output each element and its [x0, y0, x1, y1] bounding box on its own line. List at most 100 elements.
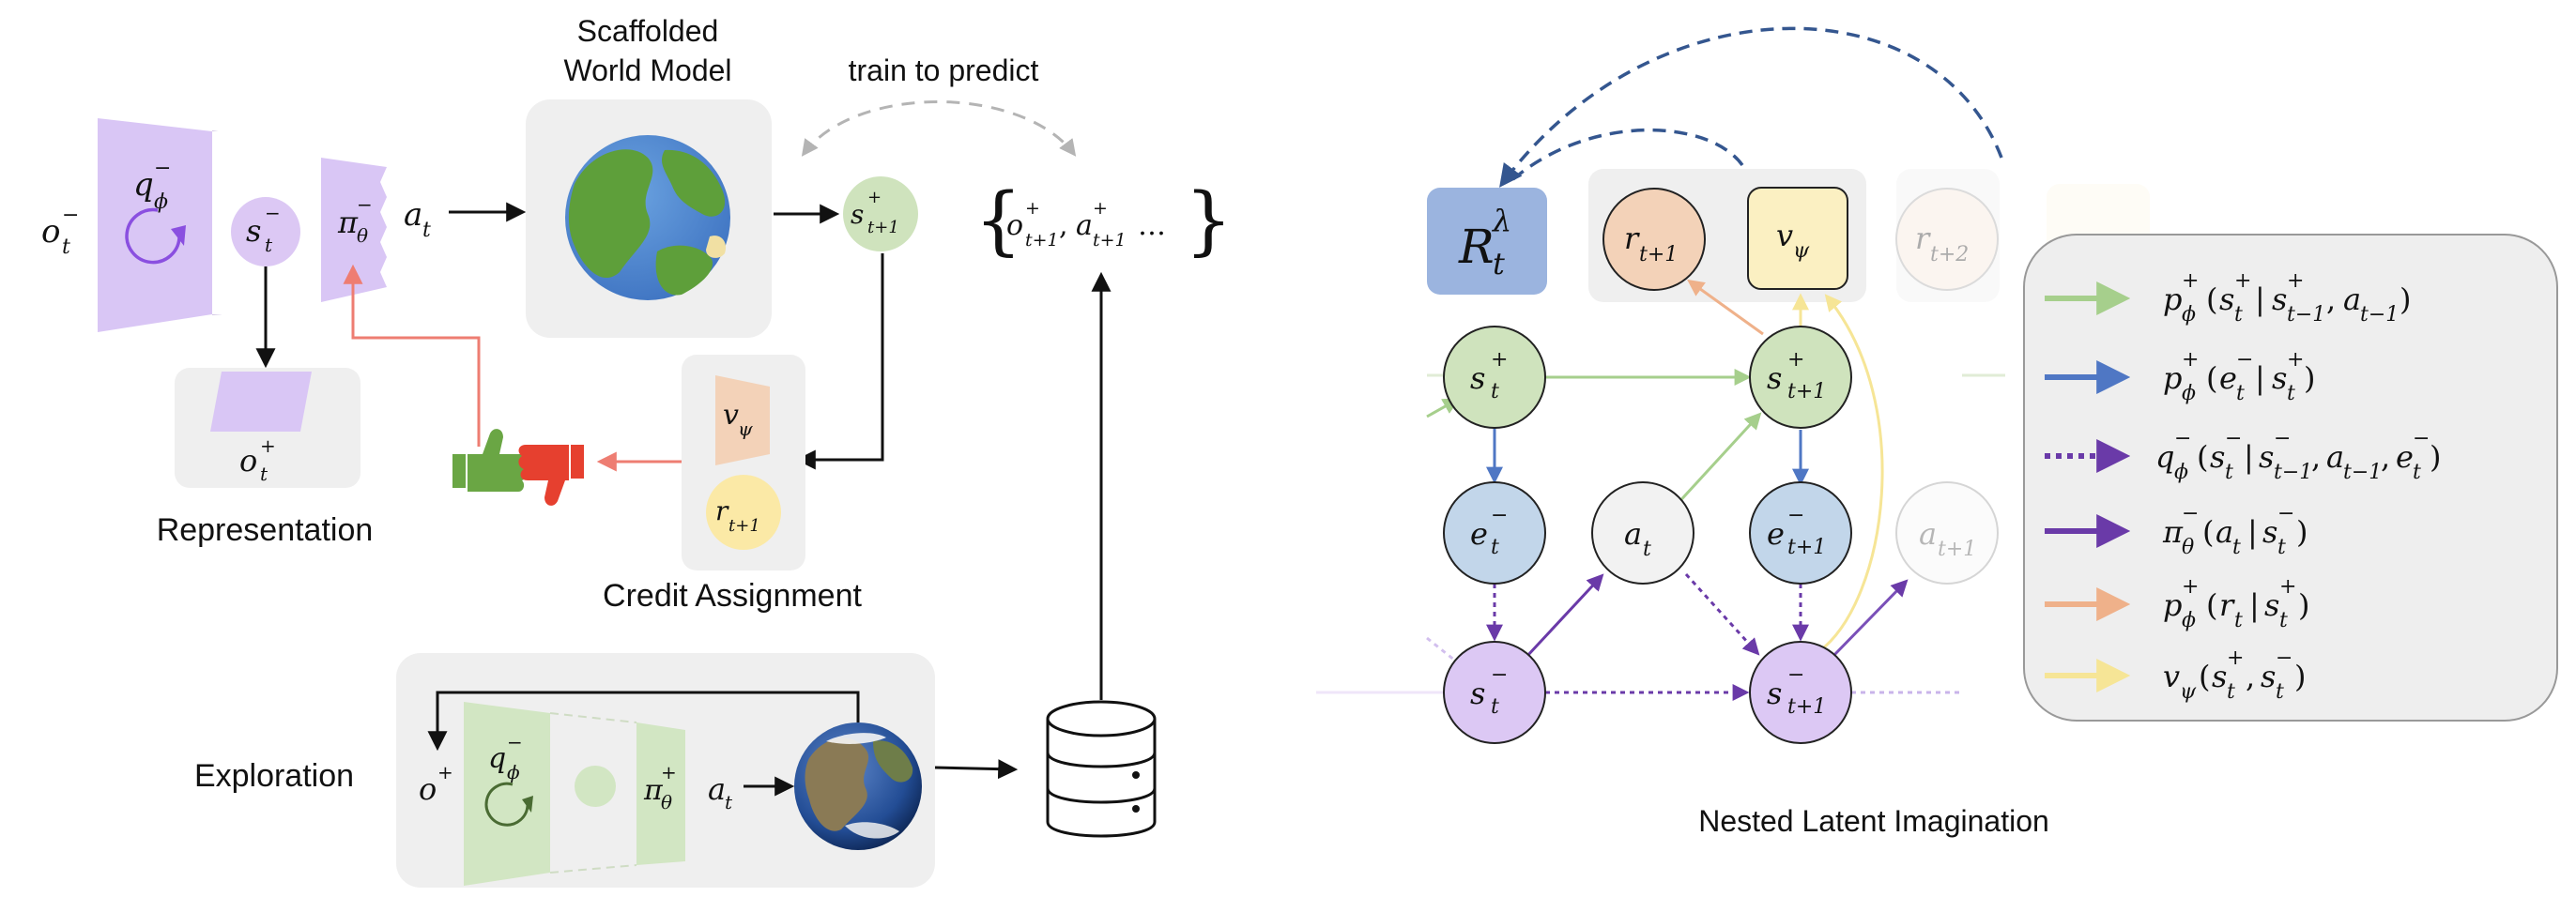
- svg-text:ϕ: ϕ: [2182, 303, 2196, 327]
- arrow-return-short: [1506, 128, 1744, 186]
- svg-text:−: −: [2236, 348, 2253, 372]
- svg-text:t: t: [2234, 609, 2243, 632]
- svg-text:t: t: [2276, 680, 2284, 704]
- svg-text:+: +: [2182, 348, 2199, 372]
- arrow-yellow-st1minus-to-value: [1818, 294, 1884, 653]
- svg-text:,: ,: [2326, 281, 2336, 317]
- svg-text:π: π: [2162, 514, 2184, 550]
- svg-text:−: −: [2277, 502, 2294, 525]
- svg-text:t: t: [2287, 382, 2295, 405]
- svg-text:+: +: [2287, 348, 2304, 372]
- svg-text:s: s: [1470, 676, 1485, 711]
- svg-text:o: o: [1006, 209, 1023, 242]
- node-s-plus-t: s + t: [1443, 326, 1546, 429]
- svg-text:,: ,: [2381, 439, 2390, 475]
- svg-text:ϕ: ϕ: [507, 761, 520, 783]
- svg-text:+: +: [867, 188, 882, 207]
- arrow-green-a-to-st1: [1673, 412, 1762, 509]
- svg-text:t−1: t−1: [2360, 303, 2399, 327]
- svg-text:,: ,: [2311, 439, 2321, 475]
- svg-text:s: s: [2219, 281, 2234, 317]
- obs-minus-label: o − t: [41, 204, 79, 259]
- svg-text:s: s: [1767, 360, 1782, 396]
- svg-text:a: a: [2326, 439, 2344, 475]
- svg-text:(: (: [2206, 587, 2217, 623]
- svg-text:s: s: [851, 199, 864, 230]
- node-action-t: a t: [1591, 481, 1694, 585]
- svg-text:o: o: [41, 213, 60, 251]
- exploration-panel: [396, 653, 935, 888]
- svg-text:t: t: [265, 234, 273, 256]
- node-action-t1-faded: a t+1: [1895, 481, 1999, 585]
- svg-text:s: s: [2262, 514, 2277, 550]
- svg-text:θ: θ: [661, 791, 672, 813]
- svg-text:v: v: [723, 399, 739, 432]
- svg-text:}: }: [1185, 176, 1233, 264]
- svg-text:+: +: [260, 434, 276, 457]
- svg-text:|: |: [2249, 587, 2260, 623]
- svg-text:+: +: [2287, 269, 2304, 293]
- svg-text:t+1: t+1: [1639, 243, 1678, 266]
- svg-text:R: R: [1458, 220, 1495, 274]
- node-s-plus-next: s + t+1: [843, 176, 918, 251]
- svg-text:): ): [2304, 360, 2315, 396]
- arrow-purple-dotted-incoming: [1426, 636, 1456, 662]
- svg-text:t: t: [1643, 538, 1651, 561]
- svg-text:θ: θ: [2182, 536, 2194, 559]
- svg-text:): ): [2430, 439, 2441, 475]
- svg-text:q: q: [133, 166, 154, 204]
- svg-text:−: −: [507, 731, 523, 753]
- svg-text:t: t: [1491, 536, 1499, 559]
- svg-text:t: t: [2413, 461, 2421, 484]
- svg-text:t+1: t+1: [1787, 380, 1826, 403]
- node-reward-t1: r t+1: [1602, 188, 1706, 291]
- svg-text:o: o: [419, 771, 437, 807]
- svg-text:t+2: t+2: [1930, 243, 1969, 266]
- svg-text:(: (: [2206, 281, 2217, 317]
- svg-text:t: t: [2227, 680, 2235, 704]
- legend-panel: [2023, 234, 2558, 722]
- thumbs-up-icon: [452, 429, 528, 492]
- svg-text:−: −: [357, 193, 373, 216]
- svg-text:+: +: [2182, 575, 2199, 599]
- arrow-s-plus-to-critic: [795, 253, 884, 470]
- svg-text:v: v: [1776, 218, 1793, 253]
- decoder-panel: o + t: [175, 368, 360, 488]
- svg-text:e: e: [1470, 516, 1488, 552]
- svg-text:+: +: [1787, 348, 1804, 372]
- svg-text:θ: θ: [357, 224, 368, 247]
- svg-text:p: p: [2163, 281, 2182, 317]
- svg-text:+: +: [1093, 198, 1108, 219]
- svg-text:−: −: [1491, 504, 1508, 527]
- svg-text:s: s: [2210, 439, 2225, 475]
- svg-text:t: t: [725, 791, 733, 813]
- svg-text:s: s: [1470, 360, 1485, 396]
- svg-text:t: t: [2279, 609, 2288, 632]
- svg-text:−: −: [2276, 646, 2292, 670]
- svg-text:t+1: t+1: [1093, 230, 1127, 251]
- svg-text:q: q: [488, 742, 506, 775]
- svg-text:t−1: t−1: [2274, 461, 2312, 484]
- svg-text:−: −: [2274, 427, 2291, 450]
- svg-text:t: t: [260, 463, 268, 485]
- credit-assignment-label: Credit Assignment: [603, 578, 862, 614]
- svg-text:+: +: [437, 761, 453, 783]
- svg-text:π: π: [337, 205, 359, 240]
- world-model-panel: [526, 99, 772, 338]
- svg-text:t−1: t−1: [2287, 303, 2325, 327]
- svg-text:t+1: t+1: [1938, 538, 1976, 561]
- svg-text:t: t: [2236, 382, 2245, 405]
- svg-text:−: −: [154, 157, 171, 180]
- arrow-purple-st1-to-at1: [1831, 579, 1909, 659]
- svg-text:π: π: [643, 774, 664, 807]
- svg-text:+: +: [661, 761, 677, 783]
- svg-text:a: a: [2343, 281, 2361, 317]
- legend-blue-emission: p + ϕ ( e − t | s + t ): [2045, 348, 2315, 405]
- svg-text:ϕ: ϕ: [154, 190, 168, 214]
- svg-text:−: −: [62, 204, 79, 227]
- svg-text:s: s: [2212, 659, 2227, 694]
- svg-text:+: +: [1491, 348, 1508, 372]
- svg-text:r: r: [1915, 220, 1931, 256]
- svg-text:q: q: [2155, 439, 2174, 475]
